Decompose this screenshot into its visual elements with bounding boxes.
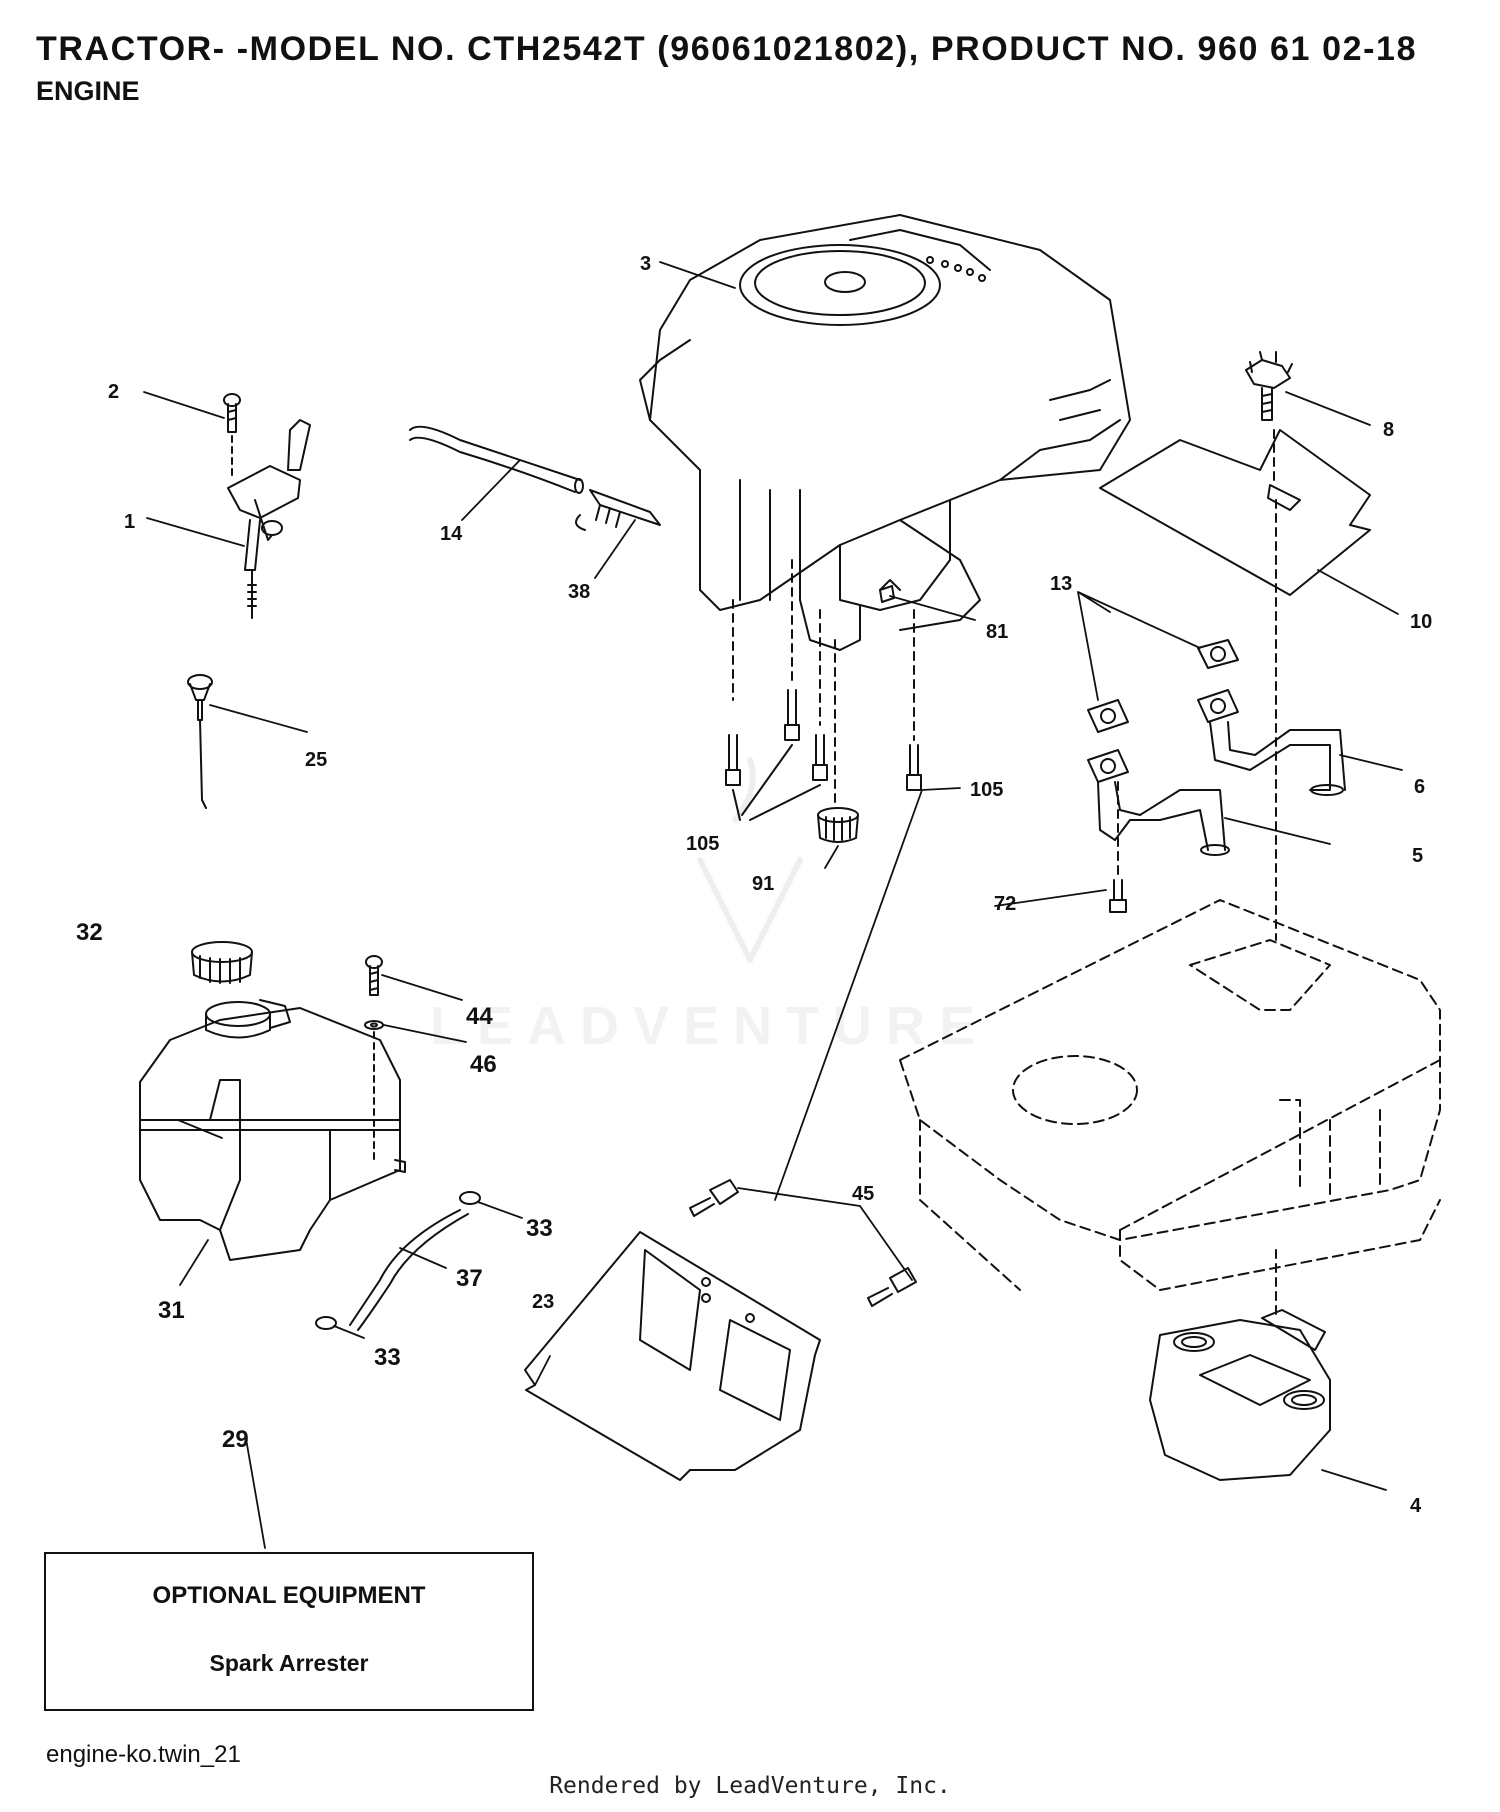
clamp-part-33-lower bbox=[315, 1316, 337, 1330]
callout-4: 4 bbox=[1410, 1495, 1422, 1517]
callout-labels: 1 2 3 4 5 6 8 10 13 14 23 25 29 31 32 33… bbox=[76, 253, 1432, 1517]
callout-72: 72 bbox=[994, 893, 1016, 915]
callout-33-lower: 33 bbox=[374, 1344, 401, 1371]
callout-91: 91 bbox=[752, 873, 774, 895]
fitting-part-38 bbox=[575, 489, 661, 531]
watermark-logo bbox=[697, 757, 803, 963]
exhaust-pipe-part-5 bbox=[1087, 749, 1230, 856]
rendered-by-footer: Rendered by LeadVenture, Inc. bbox=[549, 1773, 951, 1799]
callout-29: 29 bbox=[222, 1426, 249, 1453]
leader-lines bbox=[143, 261, 1403, 1549]
screw-part-2 bbox=[223, 393, 241, 481]
callout-31: 31 bbox=[158, 1297, 185, 1324]
callout-14: 14 bbox=[440, 523, 463, 545]
heat-shield-part-10 bbox=[1099, 429, 1371, 596]
fuel-cap-part-32 bbox=[191, 941, 253, 984]
watermark: LEADVENTURE bbox=[430, 996, 990, 1056]
diagram-filename: engine-ko.twin_21 bbox=[46, 1741, 241, 1768]
callout-3: 3 bbox=[640, 253, 651, 275]
bushing-part-91 bbox=[817, 807, 859, 843]
callout-33-upper: 33 bbox=[526, 1215, 553, 1242]
page-title: TRACTOR- -MODEL NO. CTH2542T (9606102180… bbox=[36, 30, 1418, 68]
callout-23: 23 bbox=[532, 1291, 554, 1313]
callout-37: 37 bbox=[456, 1265, 483, 1292]
bolts-part-45 bbox=[689, 1179, 917, 1307]
fuel-line-part-14 bbox=[409, 425, 584, 494]
callout-105-left: 105 bbox=[686, 833, 719, 855]
callout-25: 25 bbox=[305, 749, 327, 771]
callout-13: 13 bbox=[1050, 573, 1072, 595]
callout-44: 44 bbox=[466, 1003, 493, 1030]
muffler-part-4 bbox=[1149, 1309, 1331, 1481]
optional-equipment-item: Spark Arrester bbox=[209, 1650, 369, 1676]
knob-part-8 bbox=[1245, 351, 1293, 486]
callout-38: 38 bbox=[568, 581, 590, 603]
choke-part-25 bbox=[187, 674, 213, 809]
callout-8: 8 bbox=[1383, 419, 1394, 441]
optional-equipment-title: OPTIONAL EQUIPMENT bbox=[152, 1582, 426, 1609]
exhaust-pipe-part-6 bbox=[1197, 689, 1346, 796]
callout-32: 32 bbox=[76, 919, 103, 946]
bolt-part-81 bbox=[879, 585, 895, 603]
engine-part-3 bbox=[639, 214, 1131, 651]
callout-1: 1 bbox=[124, 511, 135, 533]
chassis-frame bbox=[899, 899, 1441, 1291]
leader-105a bbox=[732, 744, 821, 821]
callout-10: 10 bbox=[1410, 611, 1432, 633]
page-subtitle: ENGINE bbox=[36, 76, 140, 106]
clamp-part-33-upper bbox=[459, 1191, 481, 1205]
gaskets-part-13 bbox=[1087, 639, 1239, 733]
callout-45: 45 bbox=[852, 1183, 874, 1205]
optional-equipment-box: OPTIONAL EQUIPMENT Spark Arrester bbox=[44, 1552, 534, 1711]
washer-part-46 bbox=[364, 1020, 384, 1161]
bracket-part-23 bbox=[524, 1231, 821, 1481]
callout-81: 81 bbox=[986, 621, 1008, 643]
callout-105-right: 105 bbox=[970, 779, 1003, 801]
screw-part-44 bbox=[365, 955, 383, 996]
callout-6: 6 bbox=[1414, 776, 1425, 798]
fuel-tank-part-31 bbox=[139, 999, 406, 1261]
bolt-part-72 bbox=[1109, 781, 1127, 913]
callout-2: 2 bbox=[108, 381, 119, 403]
callout-5: 5 bbox=[1412, 845, 1423, 867]
bolts-part-105-left bbox=[725, 559, 836, 806]
callout-46: 46 bbox=[470, 1051, 497, 1078]
bolt-part-105-right bbox=[906, 609, 922, 791]
fuel-line-part-37 bbox=[349, 1209, 469, 1331]
throttle-control-part-1 bbox=[227, 419, 311, 619]
